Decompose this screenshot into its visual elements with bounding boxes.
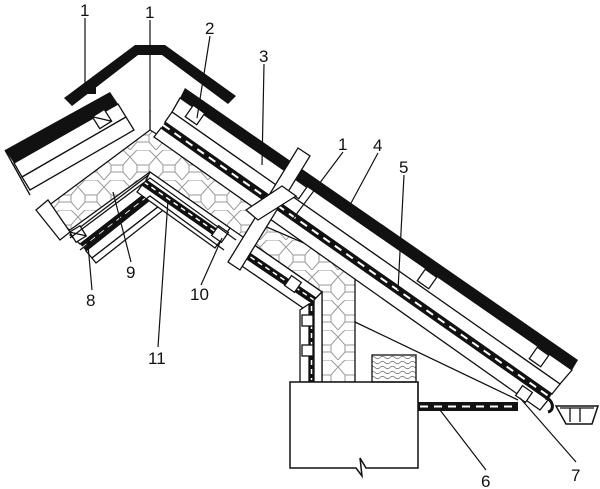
eaves-board bbox=[354, 321, 519, 411]
gutter bbox=[544, 396, 600, 425]
callout-8: 8 bbox=[86, 291, 95, 310]
callout-7: 7 bbox=[571, 466, 580, 485]
callout-labels: 1 1 2 3 1 4 5 6 7 8 9 10 11 bbox=[80, 1, 580, 489]
callout-1-apex: 1 bbox=[145, 3, 154, 22]
callout-1-lath: 1 bbox=[338, 135, 347, 154]
callout-5: 5 bbox=[399, 158, 408, 177]
callout-4: 4 bbox=[373, 136, 382, 155]
callout-6: 6 bbox=[481, 472, 490, 489]
callout-9: 9 bbox=[126, 263, 135, 282]
callout-2: 2 bbox=[205, 19, 214, 38]
callout-1-ridge: 1 bbox=[80, 1, 89, 20]
right-slope-layers bbox=[136, 88, 578, 411]
leader-lines bbox=[84, 18, 577, 471]
purlin bbox=[227, 147, 311, 271]
callout-10: 10 bbox=[190, 285, 209, 304]
callout-11: 11 bbox=[148, 349, 166, 368]
callout-3: 3 bbox=[259, 47, 268, 66]
rafter bbox=[69, 110, 237, 251]
wall-block bbox=[289, 354, 419, 479]
